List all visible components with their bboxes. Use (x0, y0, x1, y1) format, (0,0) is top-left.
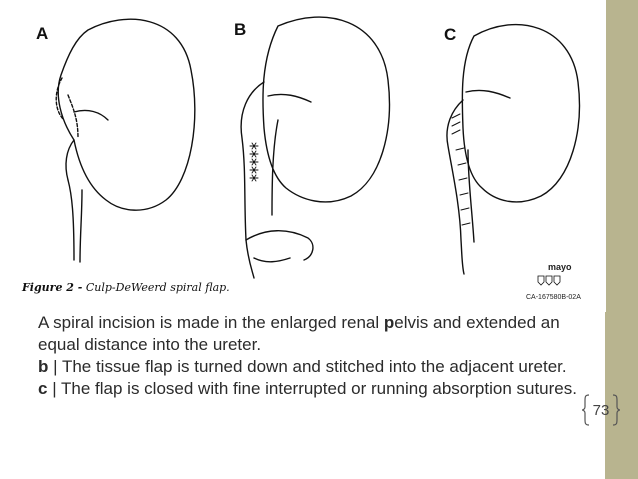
kidney-illustration (55, 16, 581, 286)
surgical-figure: A B C Figure 2 - Culp-DeWeerd spiral fla… (16, 0, 606, 312)
kidney-a (57, 18, 196, 211)
slide-body-text: A spiral incision is made in the enlarge… (38, 312, 598, 400)
para-b-label: b (38, 357, 49, 376)
caption-title: Culp-DeWeerd spiral flap. (85, 281, 230, 294)
paragraph-a: A spiral incision is made in the enlarge… (38, 312, 598, 356)
panel-label-b: B (234, 20, 247, 39)
page-number: 73 (592, 401, 610, 419)
paragraph-b: b | The tissue flap is turned down and s… (38, 356, 598, 378)
bracket-icon (581, 394, 621, 426)
kidney-c (461, 23, 581, 203)
mayo-logo-text: mayo (548, 262, 572, 272)
paragraph-c: c | The flap is closed with fine interru… (38, 378, 598, 400)
figure-code: CA-167580B-02A (526, 294, 581, 301)
para-a-end: elvis and extended an equal distance int… (38, 313, 560, 354)
figure-caption: Figure 2 - Culp-DeWeerd spiral flap. (22, 281, 230, 294)
para-c-text: | The flap is closed with fine interrupt… (47, 379, 577, 398)
panel-label-c: C (444, 25, 457, 44)
para-a-bold-letter: p (383, 313, 395, 332)
kidney-b (262, 16, 391, 203)
caption-prefix: Figure 2 - (22, 281, 83, 294)
side-accent-bar (605, 0, 638, 479)
para-b-text: | The tissue flap is turned down and sti… (48, 357, 567, 376)
para-a-start: A spiral incision is made in the enlarge… (38, 313, 384, 332)
para-c-label: c (38, 379, 48, 398)
panel-label-a: A (36, 24, 49, 43)
page-number-badge: 73 (581, 391, 621, 429)
